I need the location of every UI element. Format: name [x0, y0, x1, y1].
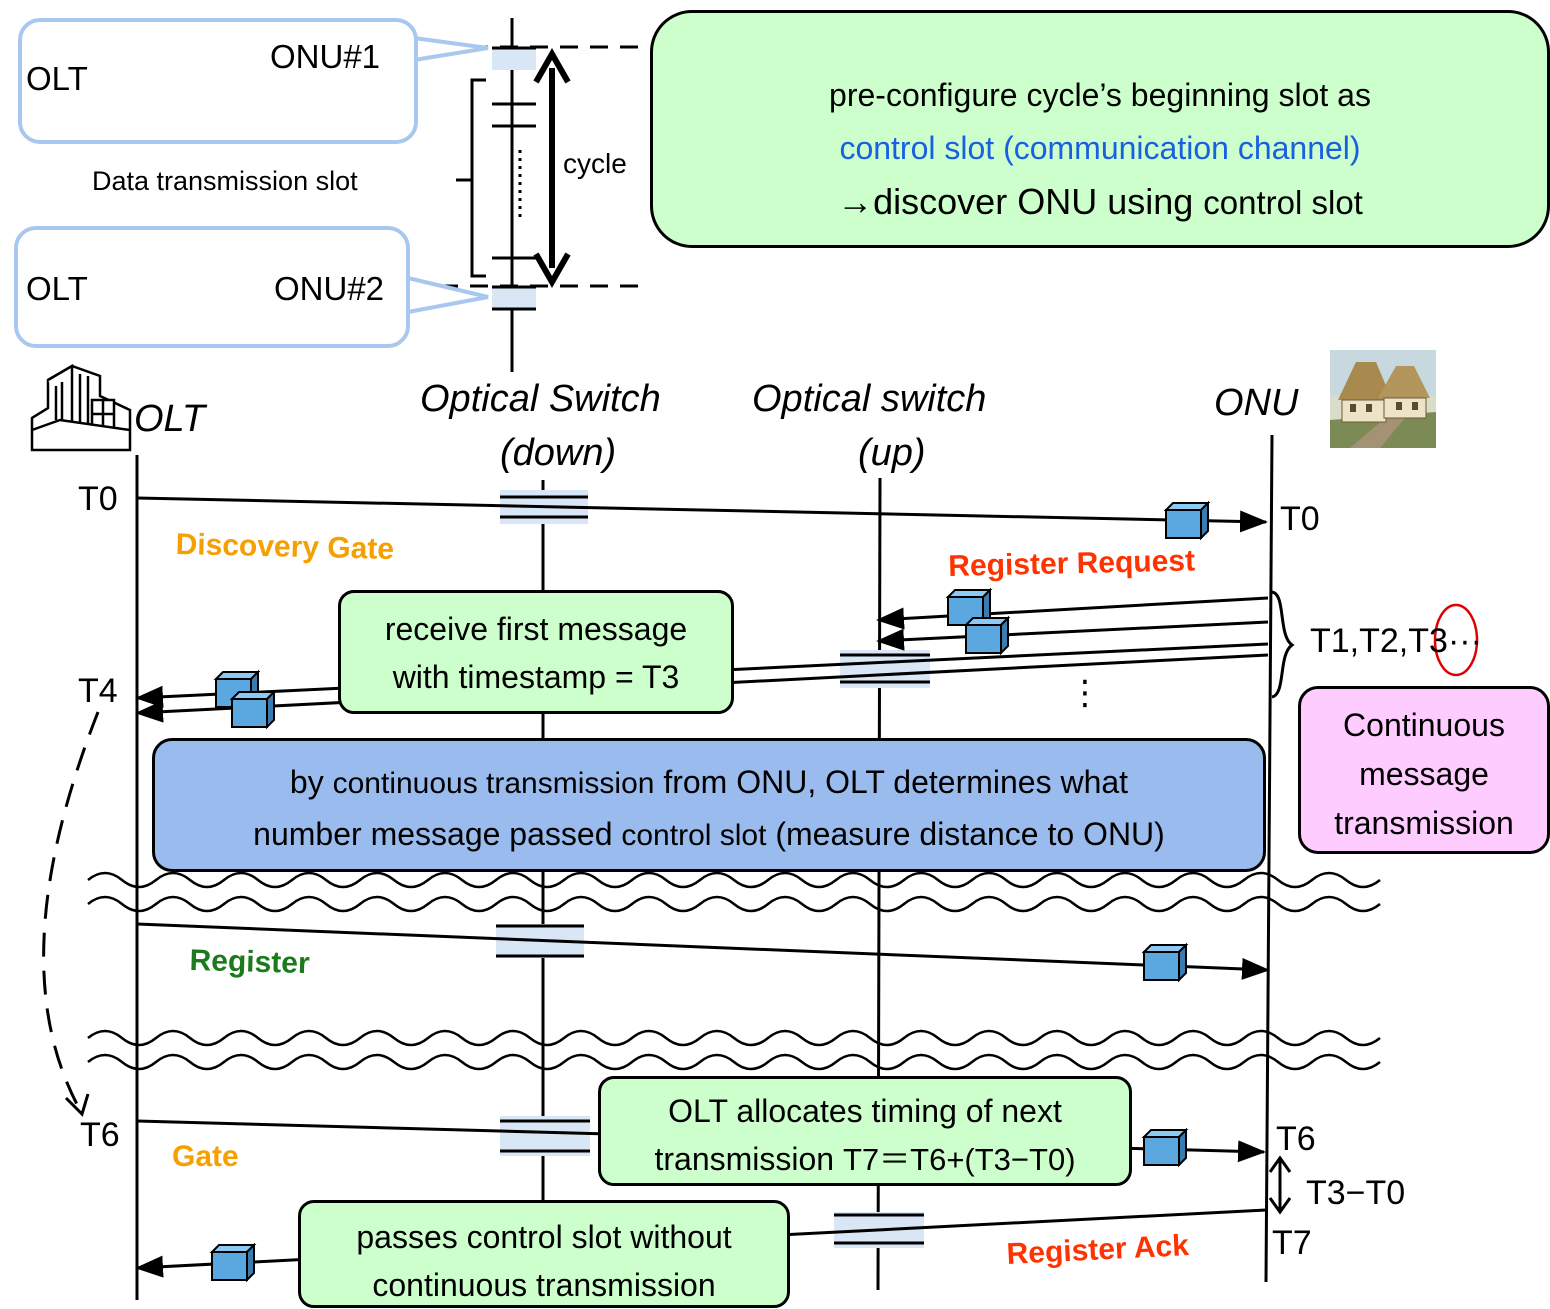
continuous-line2: message	[1359, 756, 1489, 792]
first-message-note: receive first message with timestamp = T…	[338, 590, 734, 714]
blue-note-by: by	[289, 764, 333, 800]
lane-switch-up-title: Optical switch	[752, 378, 987, 420]
bubble-tail	[407, 276, 489, 314]
series-more: ···	[1447, 622, 1482, 660]
cycle-label: cycle	[563, 148, 627, 179]
continuous-line3: transmission	[1334, 805, 1514, 841]
continuation-dots: ⋮	[1068, 674, 1102, 712]
bubble-tail	[413, 36, 489, 62]
blue-note-slot: control slot	[621, 819, 767, 852]
distance-measurement-note: by continuous transmission from ONU, OLT…	[152, 738, 1266, 872]
register-label: Register	[189, 944, 311, 981]
blue-note-rest1: from ONU, OLT determines what	[654, 764, 1129, 800]
inset-olt-label-1: OLT	[26, 60, 88, 97]
allocation-note: OLT allocates timing of next transmissio…	[598, 1076, 1132, 1186]
olt-t0-label: T0	[78, 480, 118, 518]
allocation-line2: transmission T7＝T6+(T3−T0)	[601, 1135, 1129, 1184]
gate-label: Gate	[172, 1140, 239, 1173]
first-message-line1: receive first message	[384, 611, 688, 647]
lane-switch-up-sub: (up)	[858, 432, 926, 474]
callout-line2: control slot (communication channel)	[839, 130, 1361, 166]
onu-t7-label: T7	[1272, 1224, 1312, 1262]
callout-line3-slot: control slot	[1203, 184, 1363, 221]
blue-note-rest2: (measure distance to ONU)	[766, 816, 1165, 852]
onu2-switch-bubble	[14, 226, 410, 348]
blue-note-continuous: continuous transmission	[332, 767, 655, 800]
blue-note-line2: number message passed control slot (meas…	[155, 809, 1263, 861]
t3-highlight-circle	[1433, 603, 1479, 677]
register-request-label: Register Request	[947, 544, 1196, 583]
t3-t0-label: T3−T0	[1306, 1174, 1406, 1212]
allocation-transmission: transmission	[654, 1141, 843, 1177]
register-ack-label: Register Ack	[1005, 1229, 1190, 1271]
onu-t0-label: T0	[1280, 500, 1320, 538]
time-break-waves	[87, 871, 1381, 1071]
onu1-switch-bubble	[18, 18, 418, 144]
onu-t6-label: T6	[1276, 1120, 1316, 1158]
first-message-line2: with timestamp = T3	[392, 659, 680, 695]
discovery-gate-label: Discovery Gate	[175, 528, 395, 566]
series-t3: T3	[1408, 622, 1448, 660]
building-icon	[30, 363, 132, 452]
callout-line3: →discover ONU using control slot	[653, 175, 1547, 229]
series-t1-t2: T1,T2,	[1310, 622, 1409, 660]
olt-t6-label: T6	[80, 1116, 120, 1154]
lane-onu: ONU	[1214, 382, 1299, 424]
callout-line3-text: →discover ONU using	[837, 181, 1204, 222]
lane-switch-down-title: Optical Switch	[420, 378, 661, 420]
timestamp-series: T1,T2,T3···	[1310, 624, 1482, 658]
pass-line1: passes control slot without	[356, 1219, 732, 1255]
callout-line1: pre-configure cycle’s beginning slot as	[829, 77, 1371, 113]
blue-note-number: number message passed	[253, 816, 622, 852]
inset-onu1-label: ONU#1	[270, 38, 381, 75]
inset-olt-label-2: OLT	[26, 270, 88, 307]
lane-olt: OLT	[134, 398, 206, 440]
houses-image	[1330, 350, 1436, 448]
control-slot-callout: pre-configure cycle’s beginning slot as …	[650, 10, 1550, 248]
data-slot-label: Data transmission slot	[92, 166, 358, 196]
pass-slot-note: passes control slot without continuous t…	[298, 1200, 790, 1308]
continuous-transmission-note: Continuous message transmission	[1298, 686, 1550, 854]
olt-t4-label: T4	[78, 672, 118, 710]
allocation-formula: T7＝T6+(T3−T0)	[842, 1142, 1076, 1177]
lane-switch-down-sub: (down)	[500, 432, 617, 474]
blue-note-line1: by continuous transmission from ONU, OLT…	[155, 757, 1263, 809]
continuous-line1: Continuous	[1343, 707, 1505, 743]
pass-line2: continuous transmission	[372, 1267, 716, 1303]
allocation-line1: OLT allocates timing of next	[668, 1093, 1062, 1129]
inset-onu2-label: ONU#2	[274, 270, 385, 307]
